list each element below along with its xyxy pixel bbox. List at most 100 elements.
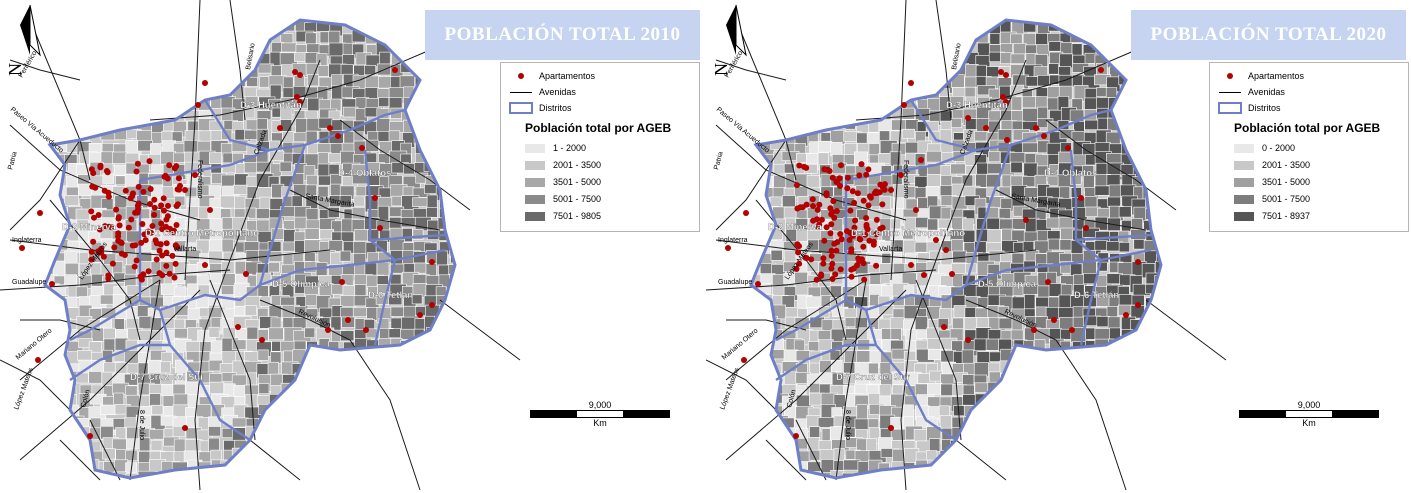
ageb-tile <box>307 74 319 87</box>
ageb-tile <box>112 20 129 33</box>
ageb-tile <box>1118 384 1137 400</box>
avenue-line <box>9 59 81 81</box>
ageb-tile <box>437 76 452 92</box>
ageb-tile <box>316 437 334 448</box>
ageb-tile <box>30 100 42 116</box>
ageb-tile <box>388 440 407 459</box>
ageb-tile <box>271 449 286 466</box>
ageb-tile <box>448 460 455 473</box>
ageb-tile <box>233 459 246 470</box>
ageb-tile <box>998 208 1011 219</box>
legend-districts: Distritos <box>509 102 572 114</box>
ageb-tile <box>890 428 907 442</box>
apartment-point <box>88 208 95 215</box>
ageb-tile <box>304 414 317 427</box>
apartment-point <box>1051 317 1057 323</box>
ageb-tile <box>51 20 71 21</box>
ageb-tile <box>388 294 403 306</box>
ageb-tile <box>424 65 437 78</box>
ageb-tile <box>1154 129 1161 146</box>
ageb-tile <box>830 31 849 46</box>
avenue-line <box>59 439 101 481</box>
ageb-tile <box>784 76 803 92</box>
ageb-tile <box>857 44 876 57</box>
apartment-point <box>828 252 835 259</box>
ageb-tile <box>1057 404 1077 420</box>
legend-class-1: 2001 - 3500 <box>1218 160 1310 170</box>
ageb-tile <box>1001 459 1018 471</box>
ageb-tile <box>751 451 761 466</box>
ageb-tile <box>151 184 163 199</box>
ageb-tile <box>1118 206 1132 218</box>
apartment-point <box>983 125 989 131</box>
ageb-tile <box>328 404 343 418</box>
ageb-tile <box>1048 382 1061 397</box>
ageb-tile <box>196 66 211 81</box>
apartment-point <box>429 259 435 265</box>
ageb-tile <box>1001 404 1018 419</box>
ageb-tile <box>797 44 815 58</box>
ageb-tile <box>101 8 115 19</box>
ageb-tile <box>55 416 67 429</box>
ageb-tile <box>461 484 474 493</box>
ageb-tile <box>113 107 128 118</box>
ageb-tile <box>461 437 474 452</box>
ageb-tile <box>53 472 67 478</box>
apartment-point <box>848 266 855 273</box>
ageb-tile <box>974 470 987 478</box>
ageb-tile <box>342 437 356 450</box>
ageb-tile <box>831 98 847 112</box>
ageb-tile <box>782 31 796 49</box>
ageb-tile <box>66 482 81 493</box>
ageb-tile <box>868 143 880 156</box>
ageb-tile <box>1144 384 1161 396</box>
legend-swatch <box>525 177 545 187</box>
ageb-tile <box>999 437 1014 453</box>
ageb-tile <box>450 129 455 144</box>
map-title: POBLACIÓN TOTAL 2020 <box>1150 24 1387 45</box>
ageb-tile <box>54 20 71 37</box>
ageb-tile <box>751 361 765 372</box>
apartment-point <box>1045 279 1051 285</box>
ageb-tile <box>425 76 439 92</box>
ageb-tile <box>866 96 884 113</box>
ageb-tile <box>426 132 443 143</box>
apartment-point <box>829 260 836 267</box>
legend-class-label: 0 - 2000 <box>1262 143 1296 153</box>
ageb-tile <box>751 31 760 45</box>
ageb-tile <box>414 385 427 401</box>
ageb-tile <box>464 338 480 347</box>
apartment-point <box>1135 259 1141 265</box>
ageb-tile <box>426 207 438 218</box>
ageb-tile <box>304 228 320 240</box>
ageb-tile <box>1048 63 1060 75</box>
ageb-tile <box>1096 426 1109 442</box>
ageb-tile <box>196 261 209 275</box>
ageb-tile <box>437 459 455 473</box>
ageb-tile <box>367 481 382 493</box>
ageb-tile <box>100 425 114 440</box>
ageb-tile <box>364 460 382 473</box>
avenue-line <box>706 269 937 291</box>
ageb-tile <box>268 439 280 457</box>
ageb-tile <box>411 294 423 305</box>
ageb-tile <box>1119 449 1134 460</box>
apartment-point <box>834 239 841 246</box>
ageb-tile <box>151 404 164 415</box>
legend-class-label: 3501 - 5000 <box>553 177 602 187</box>
ageb-tile <box>1037 106 1048 120</box>
ageb-tile <box>91 54 105 67</box>
ageb-tile <box>926 483 941 493</box>
ageb-tile <box>1034 350 1048 368</box>
ageb-tile <box>1143 340 1161 358</box>
ageb-tile <box>149 485 165 493</box>
ageb-tile <box>1107 370 1120 386</box>
avenue-line <box>915 279 962 441</box>
ageb-tile <box>438 175 455 189</box>
legend-apartments: Apartamentos <box>1218 71 1304 81</box>
ageb-tile <box>463 186 477 198</box>
ageb-tile <box>1170 109 1188 121</box>
apartment-point <box>90 238 97 245</box>
ageb-tile <box>411 450 430 468</box>
